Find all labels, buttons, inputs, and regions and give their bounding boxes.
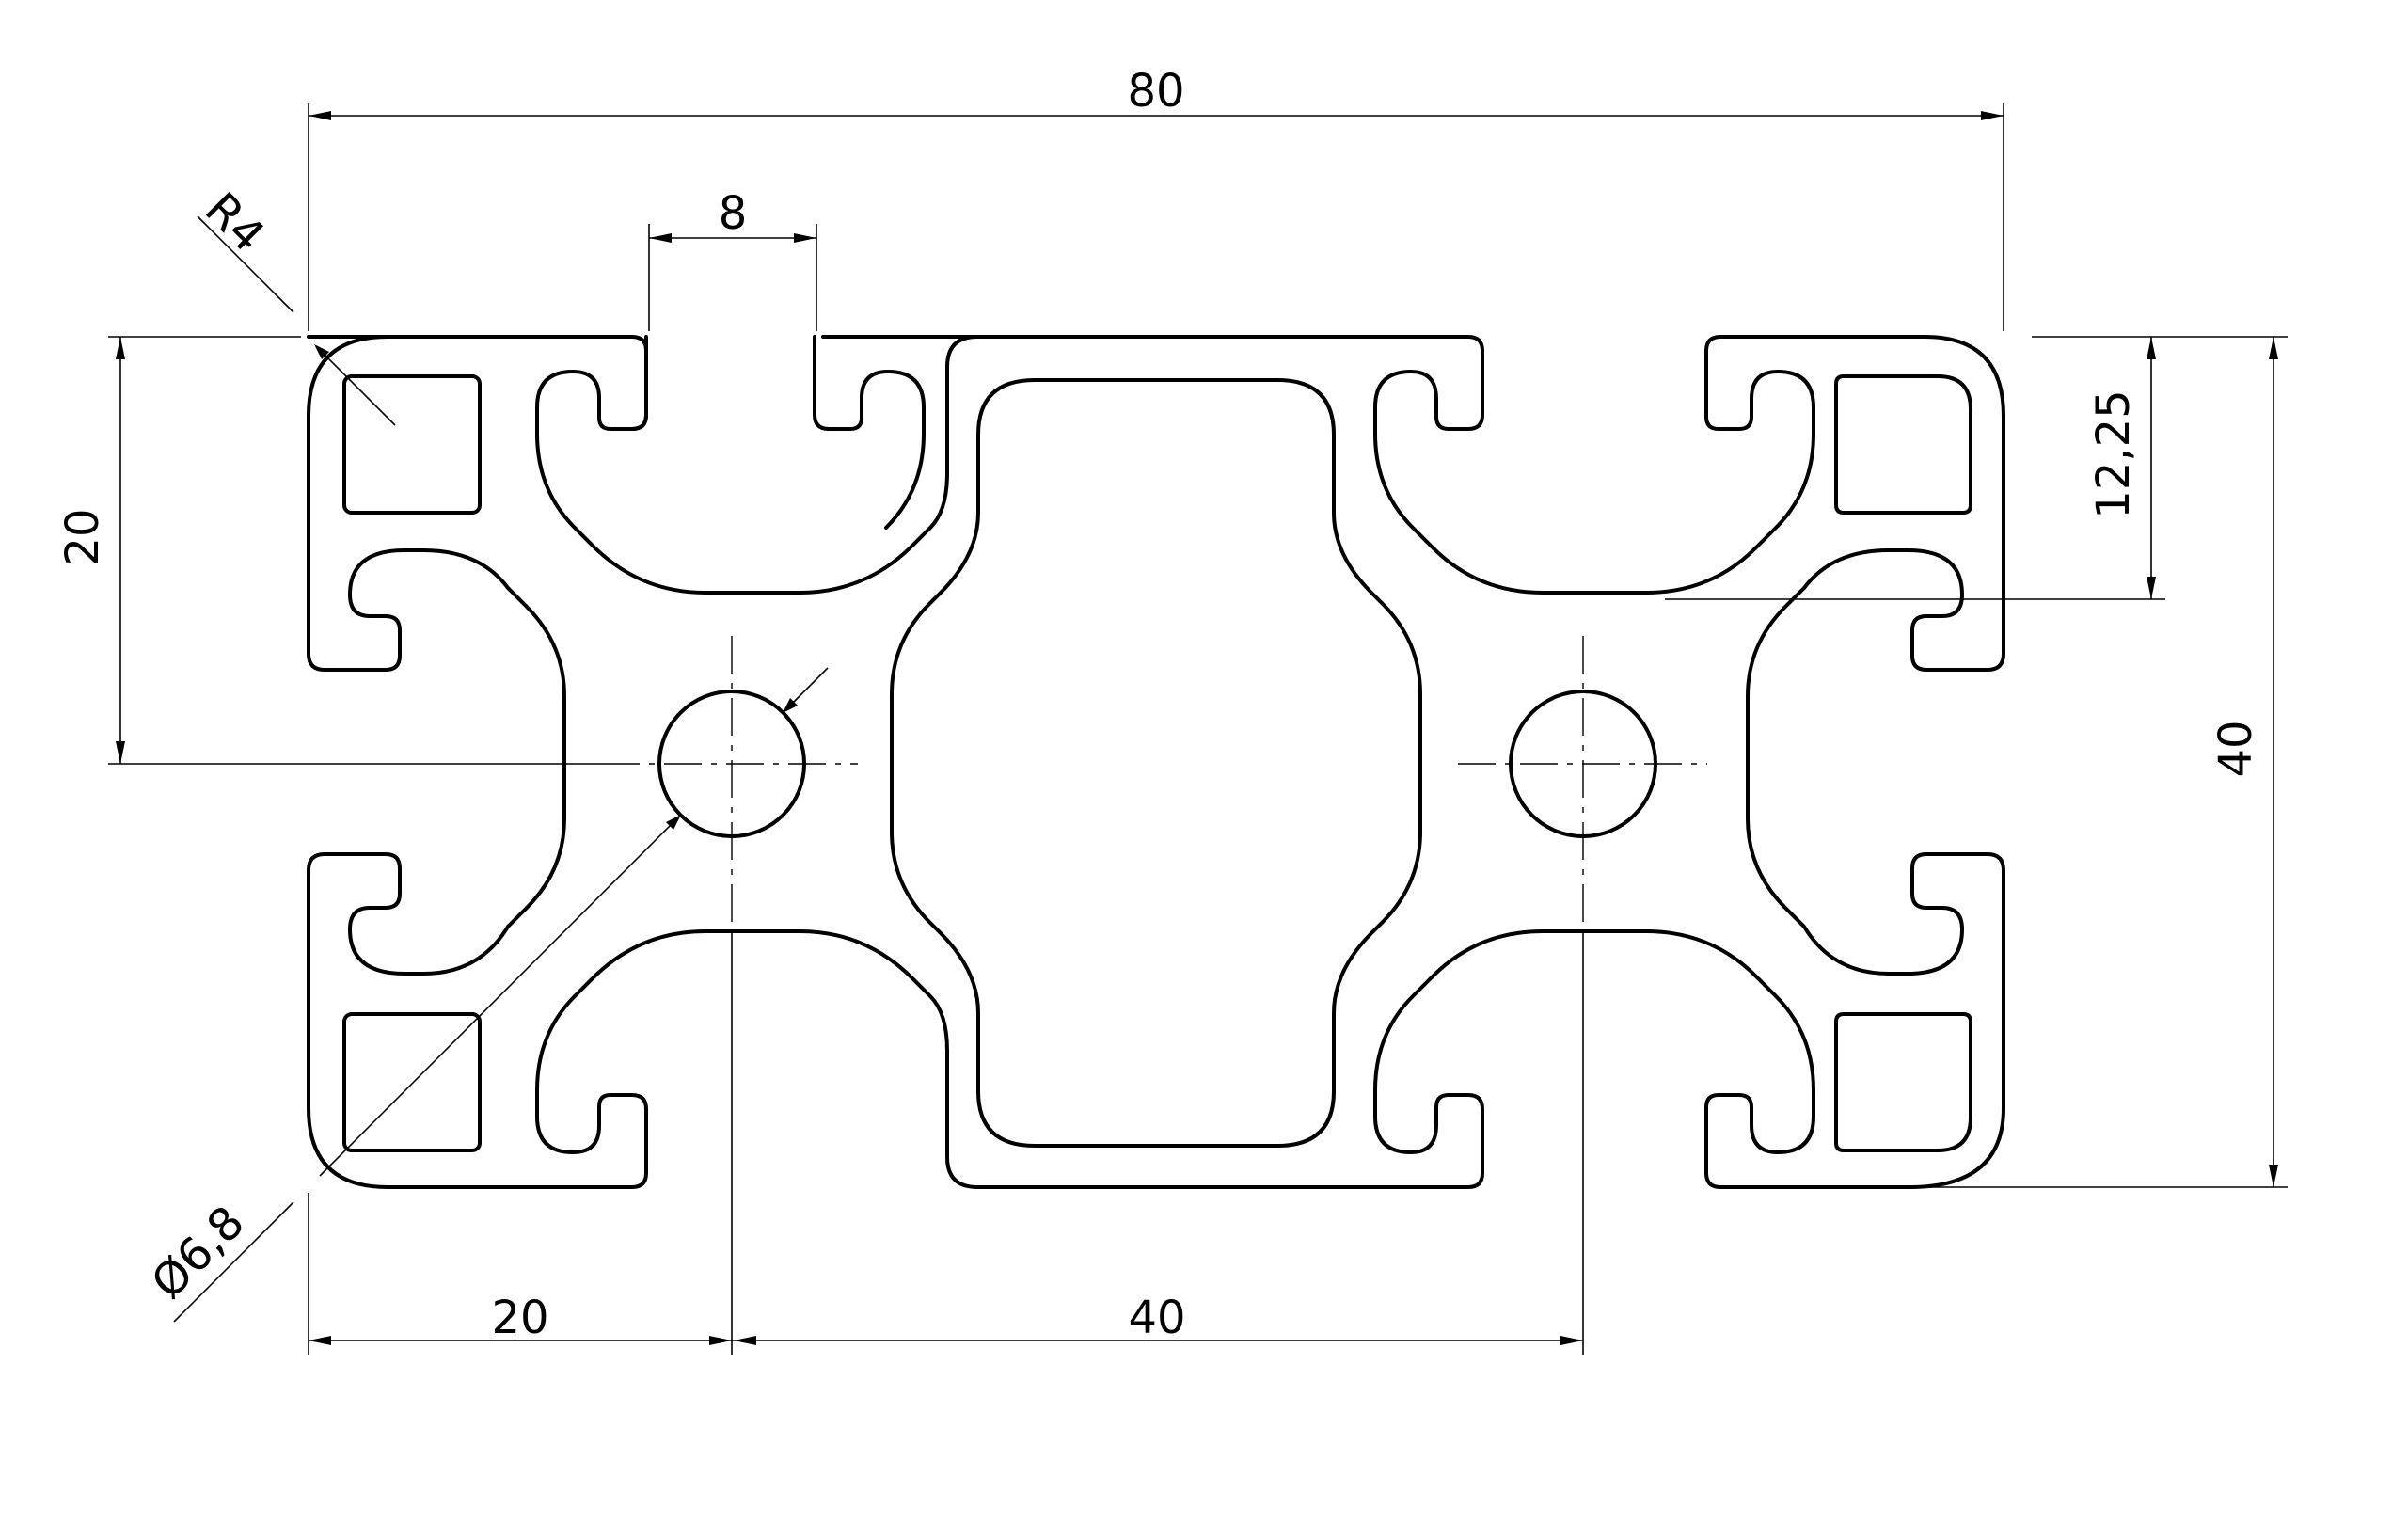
dim-slot-width: 8 bbox=[719, 187, 748, 240]
dim-half-height: 20 bbox=[56, 508, 109, 565]
outer-contour bbox=[307, 335, 1911, 595]
square-cavity-bottom-left bbox=[342, 1012, 482, 1152]
dim-slot-depth: 12,25 bbox=[2087, 389, 2140, 518]
profile-outline bbox=[307, 335, 2005, 1189]
dim-fillet-radius: R4 bbox=[195, 182, 275, 262]
top-left-slot bbox=[630, 335, 926, 530]
square-cavity-top-right bbox=[1834, 374, 1972, 515]
square-cavity-top-left bbox=[342, 374, 482, 515]
dim-center-to-center: 40 bbox=[1128, 1292, 1185, 1344]
dim-hole-diameter: Ø6,8 bbox=[141, 1196, 254, 1309]
center-lines bbox=[602, 636, 1707, 931]
dim-overall-width: 80 bbox=[1127, 65, 1184, 118]
center-cavity bbox=[890, 378, 1422, 1148]
left-frame bbox=[307, 335, 2005, 1189]
square-cavity-bottom-right bbox=[1834, 1012, 1972, 1152]
dimension-lines bbox=[108, 103, 2288, 1355]
dim-edge-to-center: 20 bbox=[491, 1292, 548, 1344]
dim-overall-height: 40 bbox=[2210, 720, 2262, 777]
